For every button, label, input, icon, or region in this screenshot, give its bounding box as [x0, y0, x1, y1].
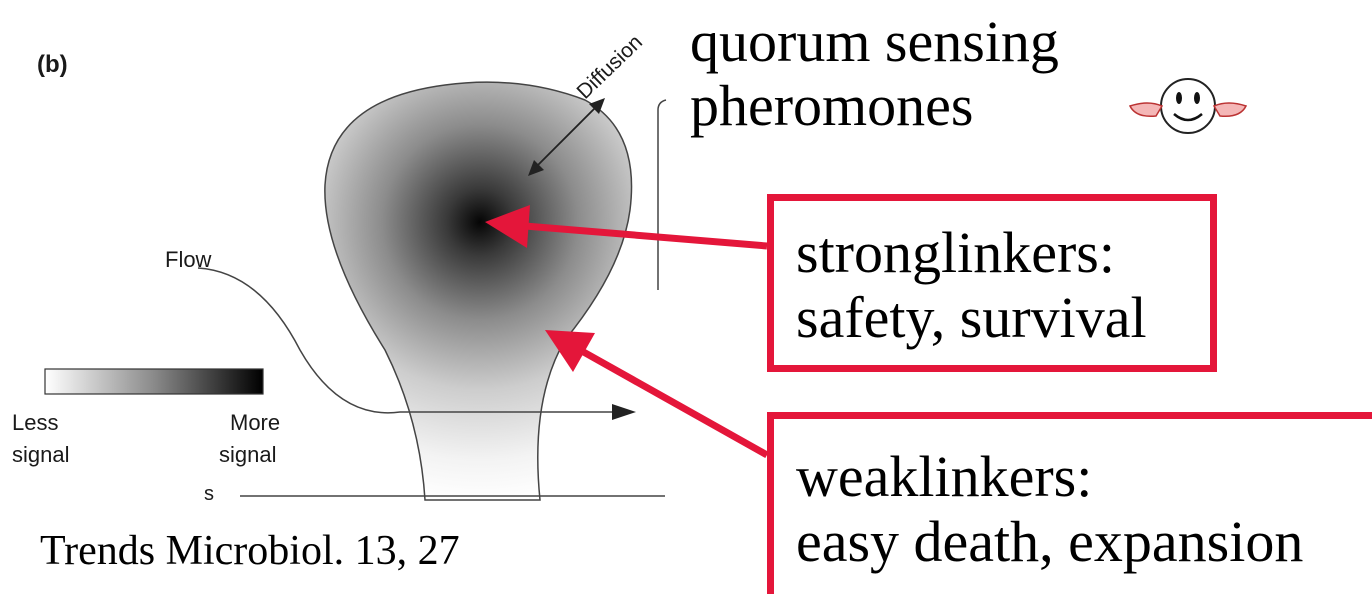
weaklinkers-callout: weaklinkers: easy death, expansion — [767, 412, 1372, 594]
weaklinkers-description: easy death, expansion — [796, 508, 1304, 574]
stronglinkers-callout: stronglinkers: safety, survival — [767, 194, 1217, 372]
signal-legend-bar — [44, 368, 264, 395]
diffusion-arrowhead-in — [528, 160, 544, 176]
weak-pointer-arrowhead — [545, 330, 595, 372]
legend-less-label: Less — [12, 410, 58, 435]
strong-pointer-arrowhead — [485, 205, 530, 248]
stronglinkers-description: safety, survival — [796, 284, 1147, 350]
smiley-face-icon — [1128, 78, 1248, 134]
panel-label: (b) — [37, 51, 68, 78]
legend-more-label-2: signal — [219, 442, 276, 467]
flow-arrowhead — [612, 404, 636, 420]
flow-label: Flow — [165, 247, 212, 272]
flow-line — [197, 267, 612, 414]
diffusion-arrow — [534, 104, 599, 169]
legend-more-label: More — [230, 410, 280, 435]
weak-pointer-arrow — [578, 346, 769, 459]
citation: Trends Microbiol. 13, 27 — [40, 528, 460, 574]
neighbor-outline — [657, 99, 667, 290]
topic-title-line2: pheromones — [690, 72, 974, 138]
legend-less-label-2: signal — [12, 442, 69, 467]
stronglinkers-heading: stronglinkers: — [796, 220, 1115, 285]
topic-title-line1: quorum sensing — [690, 9, 1059, 74]
strong-pointer-arrow — [524, 222, 768, 250]
weaklinkers-heading: weaklinkers: — [796, 444, 1093, 509]
biofilm-cluster — [324, 81, 633, 501]
topic-title: quorum sensing pheromones — [690, 10, 1059, 138]
surface-label: s — [204, 483, 214, 505]
diffusion-label: Diffusion — [572, 31, 646, 104]
diffusion-arrowhead-out — [589, 98, 605, 114]
